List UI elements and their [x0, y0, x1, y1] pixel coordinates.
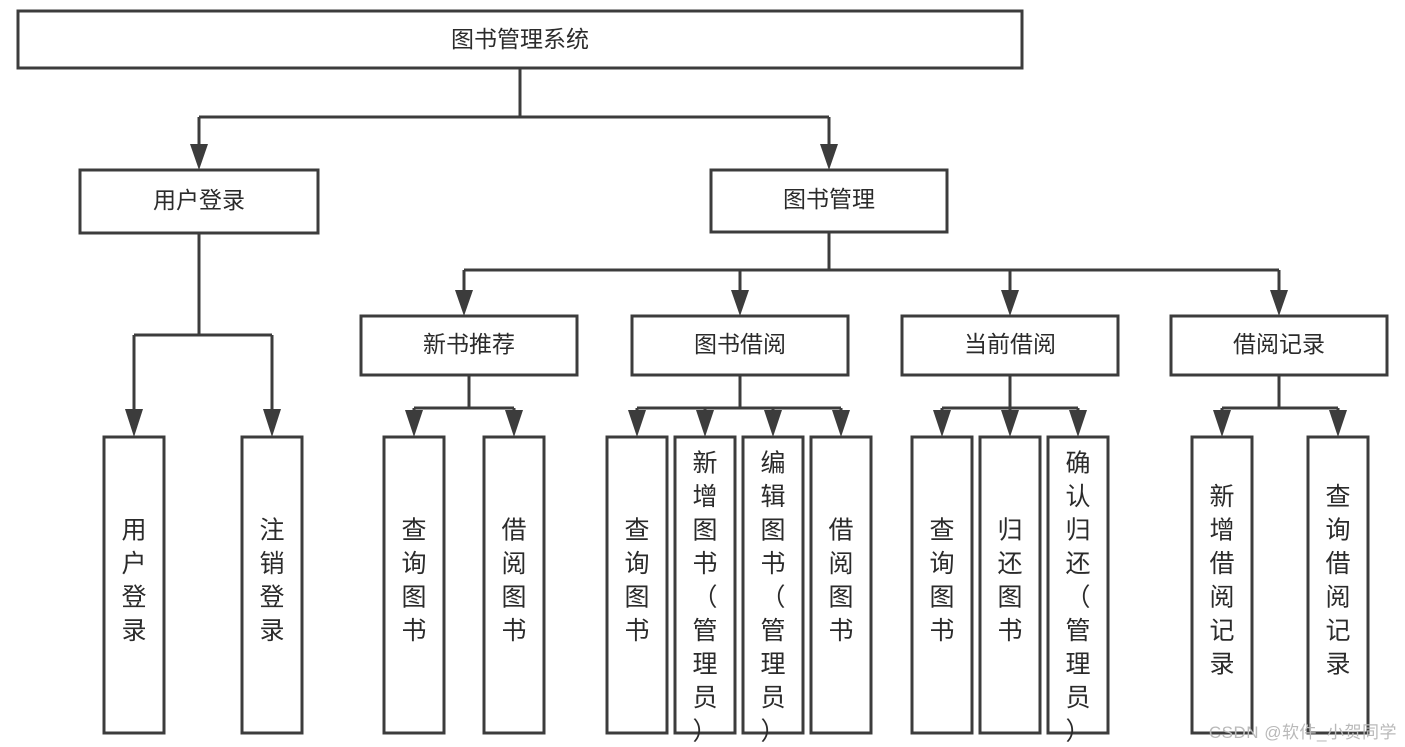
node-leaf-user-login-0[interactable]: 用户登录: [102, 435, 166, 735]
node-root-box[interactable]: [16, 9, 1024, 70]
arrow-root-to-book-mgmt: [820, 144, 838, 170]
node-leaf-user-login-1-label: 注销登录: [259, 517, 284, 646]
node-leaf-book-borrow-0[interactable]: 查询图书: [605, 435, 669, 735]
arrow-borrow-leaf3: [832, 410, 850, 437]
arrow-newbook-leaf0: [405, 410, 423, 437]
node-leaf-new-book-0[interactable]: 查询图书: [382, 435, 446, 735]
arrow-newbook-leaf1: [505, 410, 523, 437]
node-leaf-current-borrow-0-label: 查询图书: [929, 517, 954, 646]
node-leaf-current-borrow-1-label: 归还图书: [997, 517, 1022, 646]
node-leaf-new-book-0-box[interactable]: [382, 435, 446, 735]
node-user-login-box[interactable]: [78, 168, 320, 235]
node-leaf-current-borrow-2[interactable]: 确认归还（管理员）: [1046, 435, 1110, 746]
node-leaf-book-borrow-1[interactable]: 新增图书（管理员）: [673, 435, 737, 746]
node-current-borrow-box[interactable]: [900, 314, 1120, 377]
node-leaf-book-borrow-0-label: 查询图书: [624, 517, 649, 646]
arrow-bookmgmt-c1: [731, 290, 749, 316]
arrow-current-leaf1: [1001, 410, 1019, 437]
node-leaf-new-book-1-box[interactable]: [482, 435, 546, 735]
connector-layer: [125, 68, 1347, 437]
arrow-borrow-leaf0: [628, 410, 646, 437]
node-leaf-borrow-record-1-label: 查询借阅记录: [1325, 483, 1350, 679]
node-borrow-record-label: 借阅记录: [1233, 331, 1325, 357]
node-new-book-recommend-box[interactable]: [359, 314, 579, 377]
arrow-bookmgmt-c3: [1270, 290, 1288, 316]
node-leaf-new-book-1-label: 借阅图书: [501, 517, 526, 646]
node-leaf-book-borrow-1-label: 新增图书（管理员）: [692, 450, 717, 746]
node-book-borrow-label: 图书借阅: [694, 331, 786, 357]
arrow-borrow-leaf2: [764, 410, 782, 437]
arrow-bookmgmt-c2: [1001, 290, 1019, 316]
node-leaf-book-borrow-2[interactable]: 编辑图书（管理员）: [741, 435, 805, 746]
node-book-management-box[interactable]: [709, 168, 949, 234]
node-leaf-current-borrow-1-box[interactable]: [978, 435, 1042, 735]
node-leaf-current-borrow-0-box[interactable]: [910, 435, 974, 735]
node-leaf-book-borrow-1-box[interactable]: [673, 435, 737, 735]
arrow-bookmgmt-c0: [455, 290, 473, 316]
node-leaf-book-borrow-3[interactable]: 借阅图书: [809, 435, 873, 735]
arrow-userlogin-leaf0: [125, 409, 143, 437]
node-current-borrow[interactable]: 当前借阅: [900, 314, 1120, 377]
node-book-borrow[interactable]: 图书借阅: [630, 314, 850, 377]
node-leaf-user-login-1[interactable]: 注销登录: [240, 435, 304, 735]
node-leaf-current-borrow-0[interactable]: 查询图书: [910, 435, 974, 735]
node-leaf-book-borrow-3-label: 借阅图书: [828, 517, 853, 646]
node-leaf-user-login-1-box[interactable]: [240, 435, 304, 735]
node-leaf-borrow-record-1[interactable]: 查询借阅记录: [1306, 435, 1370, 735]
node-current-borrow-label: 当前借阅: [964, 331, 1056, 357]
node-book-management-label: 图书管理: [783, 186, 875, 212]
node-leaf-current-borrow-1[interactable]: 归还图书: [978, 435, 1042, 735]
node-borrow-record[interactable]: 借阅记录: [1169, 314, 1389, 377]
node-leaf-current-borrow-2-label: 确认归还（管理员）: [1065, 450, 1090, 746]
node-root-label: 图书管理系统: [451, 26, 589, 52]
node-leaf-current-borrow-2-box[interactable]: [1046, 435, 1110, 735]
arrow-borrow-leaf1: [696, 410, 714, 437]
node-leaf-user-login-0-label: 用户登录: [121, 517, 146, 646]
arrow-record-leaf0: [1213, 410, 1231, 437]
node-leaf-new-book-0-label: 查询图书: [401, 517, 426, 646]
arrow-record-leaf1: [1329, 410, 1347, 437]
csdn-watermark: CSDN @软件_小贺同学: [1208, 723, 1397, 742]
node-leaf-book-borrow-0-box[interactable]: [605, 435, 669, 735]
node-leaf-user-login-0-box[interactable]: [102, 435, 166, 735]
node-leaf-borrow-record-0-label: 新增借阅记录: [1209, 483, 1234, 679]
node-leaf-book-borrow-2-label: 编辑图书（管理员）: [760, 450, 785, 746]
node-book-management[interactable]: 图书管理: [709, 168, 949, 234]
arrow-root-to-user-login: [190, 144, 208, 170]
node-new-book-recommend-label: 新书推荐: [423, 331, 515, 357]
arrow-userlogin-leaf1: [263, 409, 281, 437]
node-leaf-borrow-record-1-box[interactable]: [1306, 435, 1370, 735]
node-root[interactable]: 图书管理系统: [16, 9, 1024, 70]
node-leaf-book-borrow-2-box[interactable]: [741, 435, 805, 735]
arrow-current-leaf2: [1069, 410, 1087, 437]
node-leaf-new-book-1[interactable]: 借阅图书: [482, 435, 546, 735]
node-user-login[interactable]: 用户登录: [78, 168, 320, 235]
node-book-borrow-box[interactable]: [630, 314, 850, 377]
arrow-current-leaf0: [933, 410, 951, 437]
node-leaf-borrow-record-0-box[interactable]: [1190, 435, 1254, 735]
node-user-login-label: 用户登录: [153, 187, 245, 213]
node-new-book-recommend[interactable]: 新书推荐: [359, 314, 579, 377]
node-leaf-borrow-record-0[interactable]: 新增借阅记录: [1190, 435, 1254, 735]
node-borrow-record-box[interactable]: [1169, 314, 1389, 377]
node-leaf-book-borrow-3-box[interactable]: [809, 435, 873, 735]
